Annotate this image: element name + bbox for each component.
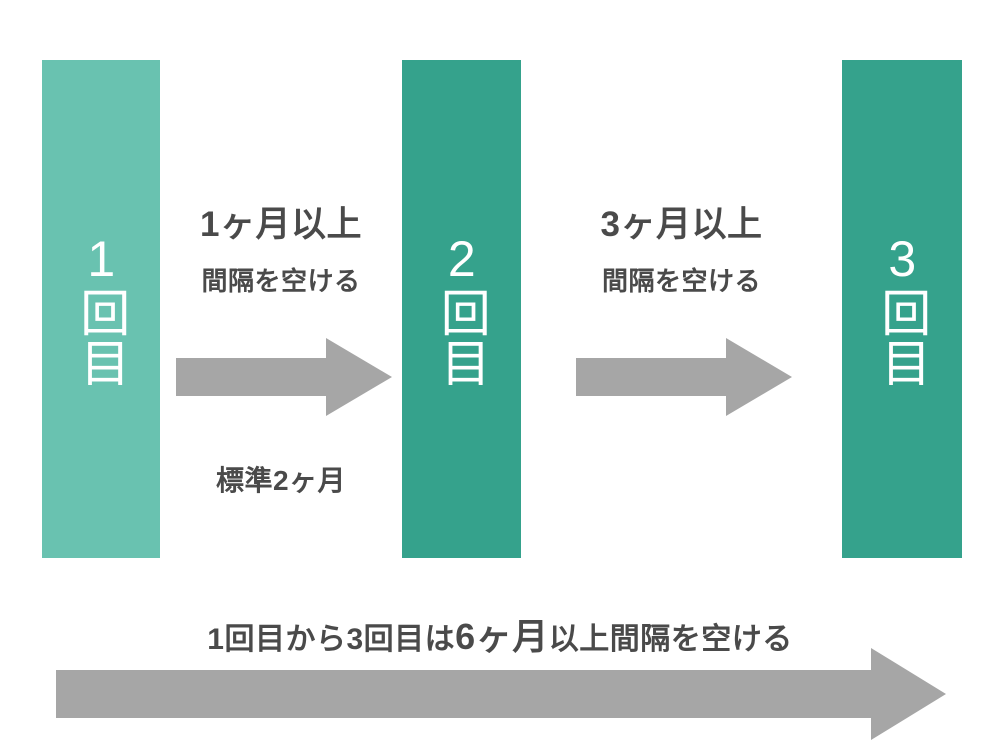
interval-1-subtitle: 間隔を空ける — [201, 266, 361, 296]
dose-bar-2: 2回目 — [402, 60, 521, 558]
dose-bar-3-label: 3回目 — [874, 231, 931, 387]
right-block-arrow-icon — [176, 338, 392, 416]
interval-2-subtitle: 間隔を空ける — [601, 266, 761, 296]
right-block-arrow-icon — [576, 338, 792, 416]
summary-suffix: 以上間隔を空ける — [548, 623, 793, 656]
summary-emphasis: 6ヶ月 — [455, 616, 549, 657]
interval-2-title: 3ヶ月以上 — [600, 205, 763, 244]
interval-1-note: 標準2ヶ月 — [215, 465, 347, 496]
summary-prefix: 1回目から3回目は — [207, 623, 456, 656]
interval-1-title: 1ヶ月以上 — [200, 205, 362, 244]
summary-caption: 1回目から3回目は6ヶ月以上間隔を空ける — [0, 608, 1000, 660]
dose-bar-1-label: 1回目 — [73, 231, 130, 387]
dose-bar-3: 3回目 — [842, 60, 962, 558]
dose-bar-1: 1回目 — [42, 60, 160, 558]
long-right-block-arrow-icon — [56, 648, 946, 740]
dose-bar-2-label: 2回目 — [433, 231, 490, 387]
